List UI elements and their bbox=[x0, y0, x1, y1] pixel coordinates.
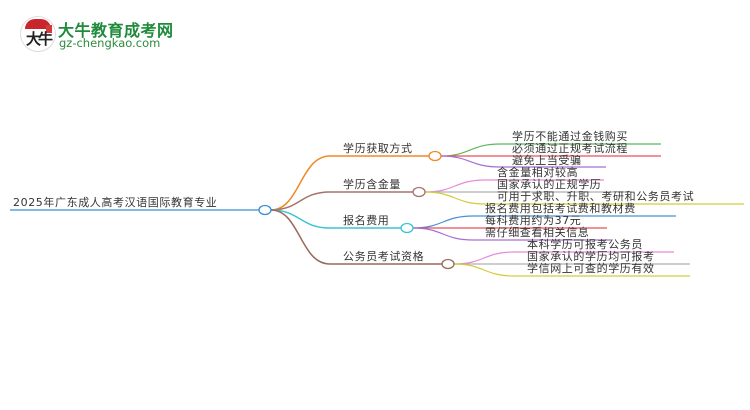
leaf-b3-1[interactable]: 国家承认的学历均可报考 bbox=[527, 250, 655, 263]
root-node-toggle[interactable] bbox=[258, 204, 272, 216]
branch-0-node-toggle[interactable] bbox=[428, 150, 442, 162]
logo-url: gz-chengkao.com bbox=[59, 36, 161, 50]
leaf-b0-2[interactable]: 避免上当受骗 bbox=[512, 154, 582, 167]
leaf-b2-2[interactable]: 需仔细查看相关信息 bbox=[485, 226, 590, 239]
leaf-b0-1[interactable]: 必须通过正规考试流程 bbox=[512, 142, 628, 155]
edge-root-branch-0 bbox=[270, 155, 430, 211]
edge-root-branch-2 bbox=[270, 209, 402, 229]
logo-badge-icon: 大牛 bbox=[20, 16, 56, 52]
leaf-b0-0[interactable]: 学历不能通过金钱购买 bbox=[512, 130, 628, 143]
branch-label-fees[interactable]: 报名费用 bbox=[343, 214, 390, 227]
leaf-b3-2[interactable]: 学信网上可查的学历有效 bbox=[527, 262, 655, 275]
edge-root-branch-3 bbox=[270, 209, 443, 265]
leaf-b2-0[interactable]: 报名费用包括考试费和教材费 bbox=[485, 202, 636, 215]
root-node-label[interactable]: 2025年广东成人高考汉语国际教育专业 bbox=[13, 196, 218, 209]
site-logo[interactable]: 大牛 大牛教育成考网 gz-chengkao.com bbox=[18, 14, 188, 54]
branch-label-education-method[interactable]: 学历获取方式 bbox=[343, 142, 413, 155]
leaf-b1-1[interactable]: 国家承认的正规学历 bbox=[497, 178, 602, 191]
edge-b3-c2 bbox=[453, 263, 690, 277]
leaf-b1-0[interactable]: 含金量相对较高 bbox=[497, 166, 579, 179]
leaf-b2-1[interactable]: 每科费用约为37元 bbox=[485, 214, 582, 227]
edge-b0-c2 bbox=[440, 155, 606, 168]
branch-label-value[interactable]: 学历含金量 bbox=[343, 178, 401, 191]
edge-b2-c2 bbox=[412, 227, 611, 241]
leaf-b1-2[interactable]: 可用于求职、升职、考研和公务员考试 bbox=[497, 190, 695, 203]
edge-root-branch-1 bbox=[270, 191, 414, 211]
logo-title: 大牛教育成考网 bbox=[58, 21, 174, 40]
edge-b1-c2 bbox=[424, 191, 744, 205]
leaf-b3-0[interactable]: 本科学历可报考公务员 bbox=[527, 238, 643, 251]
branch-3-node-toggle[interactable] bbox=[441, 258, 455, 270]
branch-label-civil-service[interactable]: 公务员考试资格 bbox=[343, 250, 425, 263]
branch-1-node-toggle[interactable] bbox=[412, 186, 426, 198]
branch-2-node-toggle[interactable] bbox=[400, 222, 414, 234]
